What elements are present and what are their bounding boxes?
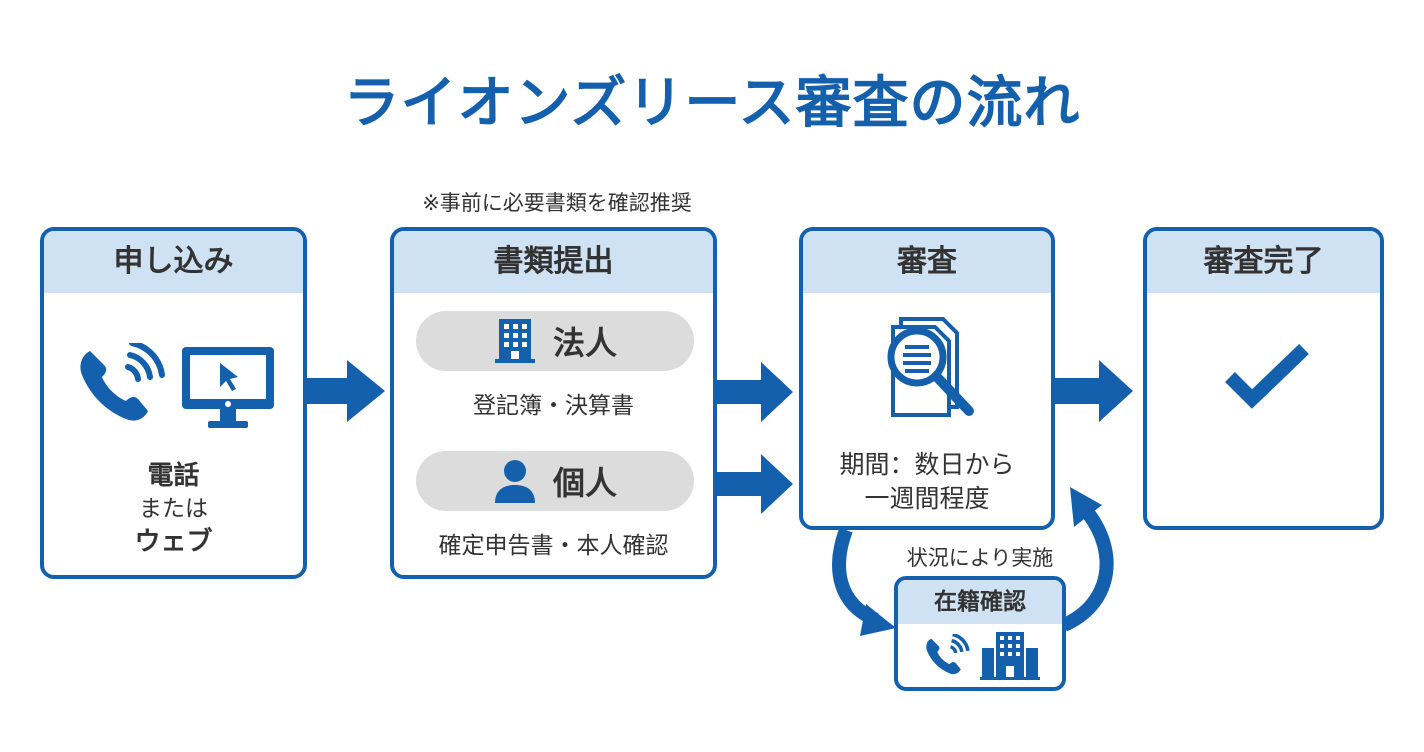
corporate-documents: 登記簿・決算書 — [473, 393, 634, 419]
arrow-right-icon — [717, 454, 793, 514]
document-search-icon — [887, 317, 974, 417]
apply-phone-text: 電話 — [147, 461, 200, 491]
arrow-right-icon — [307, 360, 385, 422]
office-building-icon — [980, 632, 1040, 680]
arrow-right-icon — [1055, 360, 1133, 422]
person-icon — [494, 460, 535, 503]
step-complete-card: 審査完了 — [1143, 227, 1384, 530]
step-complete-heading: 審査完了 — [1147, 231, 1380, 293]
corporate-label: 法人 — [552, 324, 617, 362]
corporate-pill: 法人 — [416, 311, 694, 371]
documents-note: ※事前に必要書類を確認推奨 — [422, 191, 692, 215]
review-period-line1: 期間：数日から — [839, 450, 1015, 479]
computer-monitor-icon — [182, 347, 274, 428]
loop-arrow-down-icon — [832, 528, 896, 636]
individual-label: 個人 — [552, 464, 617, 502]
apply-or-text: または — [139, 496, 208, 522]
step-apply-heading: 申し込み — [44, 231, 303, 293]
step-documents-heading: 書類提出 — [394, 231, 713, 293]
arrow-right-icon — [717, 362, 793, 422]
checkmark-icon — [1225, 343, 1309, 409]
individual-pill: 個人 — [416, 451, 694, 511]
employment-check-card: 在籍確認 — [894, 576, 1066, 691]
apply-web-text: ウェブ — [134, 527, 213, 557]
building-icon — [494, 319, 535, 363]
step-review-heading: 審査 — [803, 231, 1051, 293]
phone-icon — [80, 343, 165, 421]
phone-icon — [926, 634, 970, 675]
individual-documents: 確定申告書・本人確認 — [438, 533, 669, 559]
step-apply-card: 申し込み 電話 または ウェブ — [40, 227, 307, 579]
page-title: ライオンズリース審査の流れ — [343, 71, 1081, 136]
step-documents-card: 書類提出 法人 登記簿・決算書 個人 確定申告書・本人確認 — [390, 227, 717, 579]
review-period-line2: 一週間程度 — [864, 484, 990, 513]
step-review-card: 審査 期間：数日から 一週間程度 — [799, 227, 1055, 530]
employment-check-heading: 在籍確認 — [898, 580, 1062, 624]
loop-arrow-up-icon — [1060, 487, 1114, 632]
employment-check-caption: 状況により実施 — [906, 546, 1054, 570]
